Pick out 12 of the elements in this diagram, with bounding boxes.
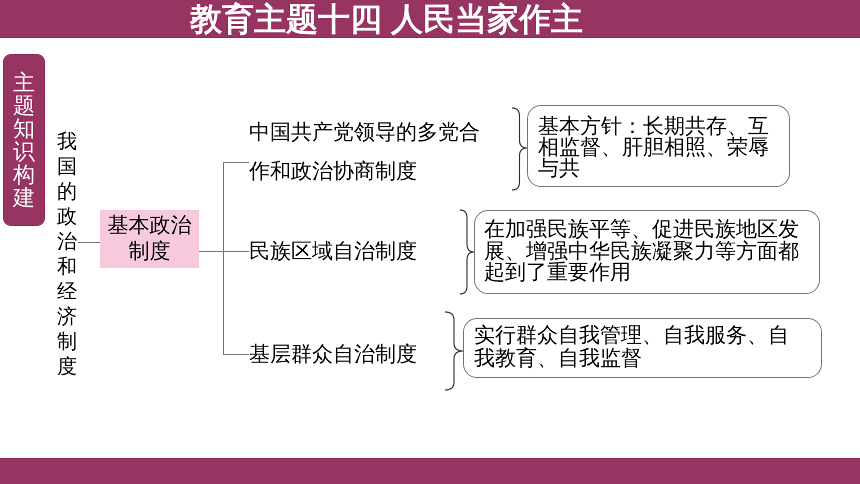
connector-line [198, 251, 250, 355]
connector-line [78, 242, 100, 243]
branch-label: 基层群众自治制度 [249, 341, 421, 367]
note-box: 实行群众自我管理、自我服务、自我教育、自我监督 [463, 318, 822, 378]
note-box: 基本方针：长期共存、互相监督、肝胆相照、荣辱与共 [527, 105, 790, 187]
note-box: 在加强民族平等、促进民族地区发展、增强中华民族凝聚力等方面都起到了重要作用 [474, 210, 820, 294]
title: 教育主题十四 人民当家作主 [190, 0, 583, 38]
side-tab: 主题知识构建 [3, 54, 45, 226]
topic-label: 我国的政治和经济制度 [57, 130, 78, 380]
category-box: 基本政治制度 [100, 210, 199, 268]
branch-label: 民族区域自治制度 [249, 238, 421, 264]
branch-label: 中国共产党领导的多党合作和政治协商制度 [249, 113, 485, 191]
